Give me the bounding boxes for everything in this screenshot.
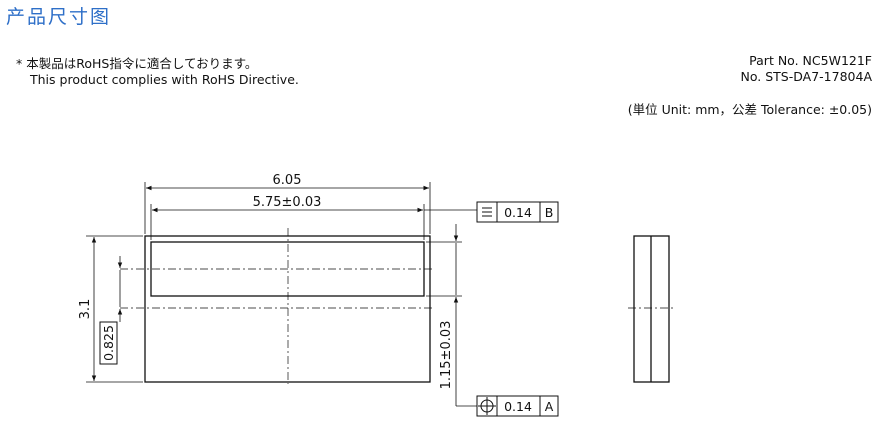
front-view	[120, 228, 432, 384]
page-title: 产品尺寸图	[6, 6, 112, 28]
position-datum: A	[545, 399, 554, 414]
unit-tolerance-note: (単位 Unit: mm，公差 Tolerance: ±0.05)	[627, 102, 872, 117]
dim-height: 3.1	[78, 299, 93, 320]
flatness-datum: B	[545, 205, 554, 220]
dim-window-height: 1.15±0.03	[439, 321, 454, 390]
window-height-dimensions	[426, 224, 477, 407]
position-frame-box	[476, 395, 559, 417]
rohs-text-en: This product complies with RoHS Directiv…	[30, 72, 299, 87]
side-view	[628, 235, 675, 383]
flatness-value: 0.14	[504, 205, 532, 220]
rohs-note: * 本製品はRoHS指令に適合しております。 This product comp…	[16, 56, 299, 88]
dim-window-length: 5.75±0.03	[253, 195, 322, 210]
body-outline	[144, 235, 431, 383]
dim-offset: 0.825	[101, 325, 116, 361]
part-info: Part No. NC5W121F No. STS-DA7-17804A	[741, 53, 872, 85]
offset-basic-box	[99, 321, 118, 365]
position-control-frame	[476, 395, 559, 417]
length-dimensions	[144, 182, 477, 240]
position-symbol-icon	[478, 397, 496, 415]
rohs-text-ja: 本製品はRoHS指令に適合しております。	[26, 56, 258, 71]
part-number: Part No. NC5W121F	[749, 53, 872, 68]
position-value: 0.14	[504, 399, 532, 414]
flatness-frame-box	[476, 201, 559, 223]
flatness-symbol-icon	[482, 207, 492, 217]
document-number: No. STS-DA7-17804A	[740, 69, 872, 84]
height-dimensions	[86, 235, 143, 383]
dim-overall-length: 6.05	[273, 173, 302, 188]
flatness-control-frame	[476, 201, 559, 223]
rohs-note-ja: * 本製品はRoHS指令に適合しております。	[16, 56, 299, 72]
note-marker: *	[16, 56, 23, 71]
